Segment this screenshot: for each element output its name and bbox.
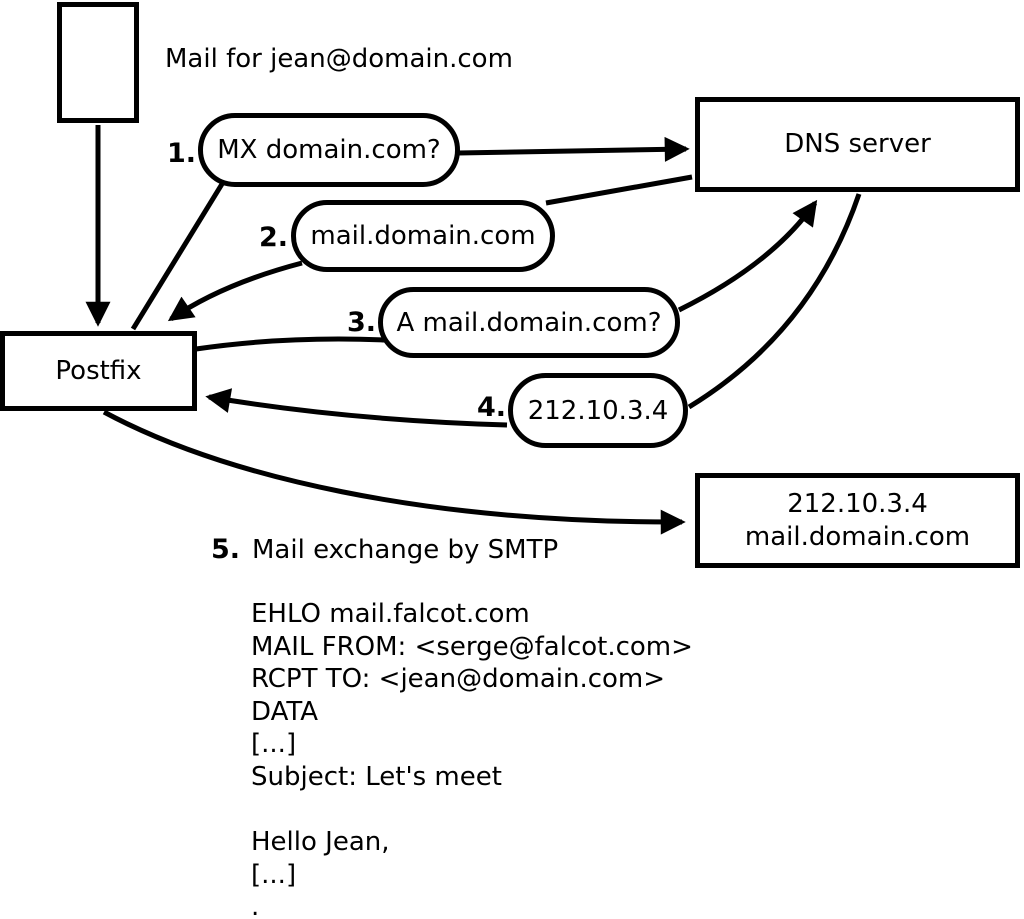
line-dns-to-answer-mx bbox=[545, 174, 693, 206]
mail-server-label: 212.10.3.4 mail.domain.com bbox=[745, 488, 970, 554]
line-dns-to-answer-a bbox=[687, 193, 862, 410]
smtp-session-transcript: EHLO mail.falcot.com MAIL FROM: <serge@f… bbox=[251, 599, 693, 919]
dns-server-label: DNS server bbox=[784, 129, 931, 159]
dns-server-node: DNS server bbox=[695, 97, 1020, 192]
postfix-node: Postfix bbox=[0, 331, 197, 411]
step-2-number: 2. bbox=[258, 222, 288, 253]
line-postfix-to-query-a bbox=[195, 336, 386, 352]
query-mx-label: MX domain.com? bbox=[217, 135, 441, 165]
step-5-label: Mail exchange by SMTP bbox=[252, 535, 559, 565]
arrow-query-a-to-dns bbox=[677, 199, 818, 313]
mail-server-node: 212.10.3.4 mail.domain.com bbox=[695, 473, 1020, 568]
step-1-number: 1. bbox=[166, 138, 196, 169]
arrow-answer-mx-to-postfix bbox=[167, 260, 303, 322]
arrow-query-mx-to-dns bbox=[457, 136, 690, 162]
step-5-number: 5. bbox=[210, 534, 240, 565]
line-postfix-to-query-mx bbox=[130, 182, 225, 331]
step-3-number: 3. bbox=[346, 307, 376, 338]
mail-server-hostname: mail.domain.com bbox=[744, 521, 971, 552]
diagram-title: Mail for jean@domain.com bbox=[165, 44, 513, 74]
query-a-bubble: A mail.domain.com? bbox=[378, 287, 680, 358]
answer-mx-bubble: mail.domain.com bbox=[291, 200, 555, 272]
envelope-node bbox=[57, 2, 139, 123]
answer-mx-label: mail.domain.com bbox=[310, 221, 536, 251]
mail-server-ip: 212.10.3.4 bbox=[787, 488, 928, 519]
answer-a-bubble: 212.10.3.4 bbox=[508, 373, 688, 448]
step-4-number: 4. bbox=[476, 392, 506, 423]
query-mx-bubble: MX domain.com? bbox=[198, 113, 460, 187]
query-a-label: A mail.domain.com? bbox=[396, 307, 662, 338]
answer-a-label: 212.10.3.4 bbox=[527, 395, 669, 426]
postfix-label: Postfix bbox=[55, 355, 142, 386]
